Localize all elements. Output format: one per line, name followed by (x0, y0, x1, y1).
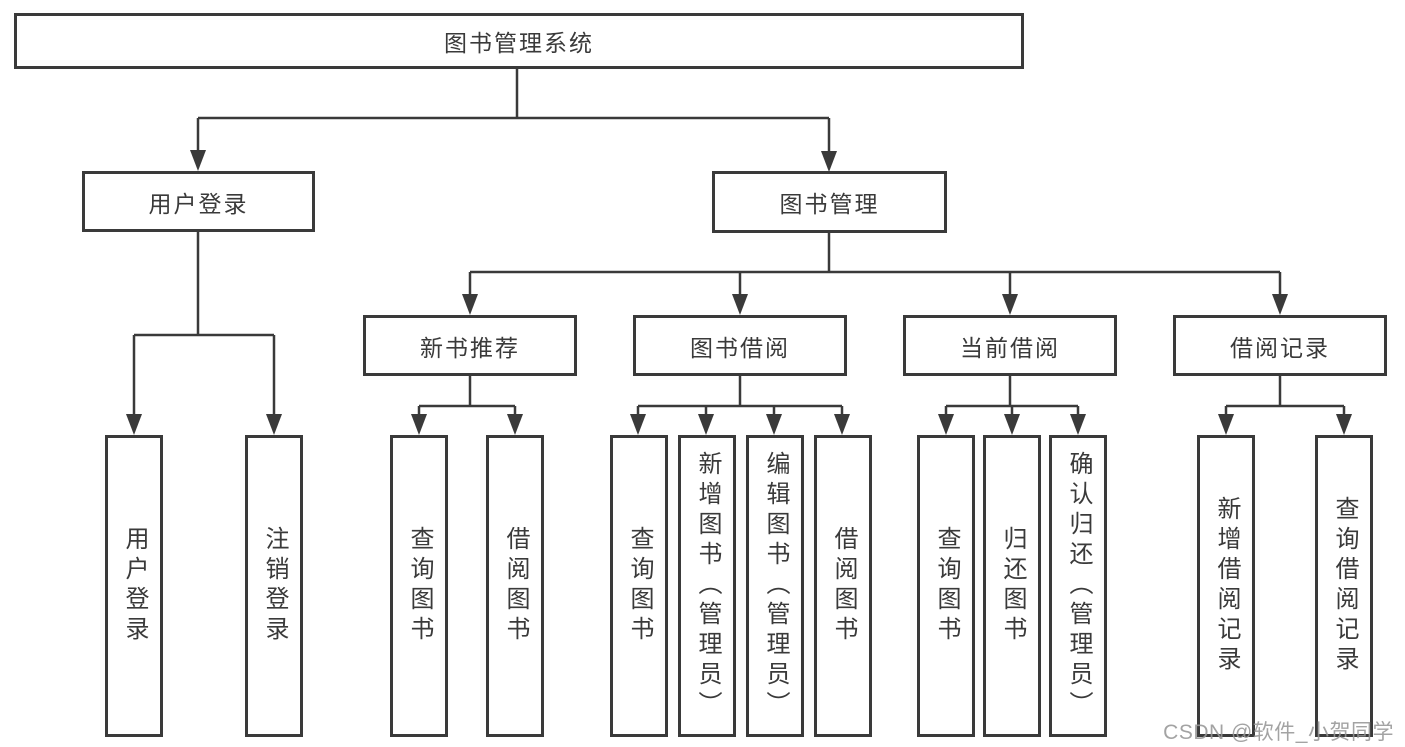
arrow-down-icon (126, 414, 142, 435)
connector-book-borrow (636, 376, 844, 420)
leaf-borrow-books-recommend: 借阅图书 (486, 435, 544, 737)
connector-borrow-records (1224, 376, 1346, 420)
node-root-label: 图书管理系统 (444, 30, 594, 56)
leaf-add-books-admin-label: 新增图书（管理员） (694, 451, 721, 721)
arrow-down-icon (190, 150, 206, 171)
arrow-down-icon (732, 294, 748, 315)
node-borrow-records-label: 借阅记录 (1230, 334, 1330, 361)
node-current-borrow: 当前借阅 (903, 315, 1117, 376)
connector-new-book-recommend (417, 376, 517, 420)
node-book-borrow: 图书借阅 (633, 315, 847, 376)
leaf-user-login: 用户登录 (105, 435, 163, 737)
arrow-down-icon (1002, 294, 1018, 315)
leaf-query-books-current-label: 查询图书 (933, 526, 960, 646)
arrow-down-icon (834, 414, 850, 435)
arrow-down-icon (266, 414, 282, 435)
leaf-user-login-label: 用户登录 (121, 526, 148, 646)
leaf-query-borrow-record-label: 查询借阅记录 (1331, 496, 1358, 676)
leaf-return-books: 归还图书 (983, 435, 1041, 737)
node-book-management-label: 图书管理 (779, 191, 880, 217)
arrow-down-icon (462, 294, 478, 315)
node-book-borrow-label: 图书借阅 (690, 334, 790, 361)
leaf-edit-books-admin-label: 编辑图书（管理员） (762, 451, 789, 721)
leaf-borrow-books-label: 借阅图书 (830, 526, 857, 646)
leaf-logout: 注销登录 (245, 435, 303, 737)
node-new-book-recommend-label: 新书推荐 (420, 334, 520, 361)
node-book-management: 图书管理 (712, 171, 947, 233)
leaf-return-books-label: 归还图书 (999, 526, 1026, 646)
leaf-query-books-borrow: 查询图书 (610, 435, 668, 737)
node-new-book-recommend: 新书推荐 (363, 315, 577, 376)
arrow-down-icon (1272, 294, 1288, 315)
leaf-logout-label: 注销登录 (261, 526, 288, 646)
node-user-login-label: 用户登录 (148, 190, 249, 217)
node-user-login: 用户登录 (82, 171, 315, 232)
arrow-down-icon (1004, 414, 1020, 435)
leaf-borrow-books-recommend-label: 借阅图书 (502, 526, 529, 646)
arrow-down-icon (1336, 414, 1352, 435)
leaf-add-borrow-record: 新增借阅记录 (1197, 435, 1255, 737)
watermark-text: CSDN @软件_小贺同学 (1163, 721, 1394, 744)
arrow-down-icon (507, 414, 523, 435)
connector-root (196, 69, 831, 155)
arrow-down-icon (411, 414, 427, 435)
leaf-add-books-admin: 新增图书（管理员） (678, 435, 736, 737)
node-root: 图书管理系统 (14, 13, 1024, 69)
arrow-down-icon (1070, 414, 1086, 435)
node-borrow-records: 借阅记录 (1173, 315, 1387, 376)
arrowheads (126, 150, 1352, 435)
arrow-down-icon (938, 414, 954, 435)
leaf-query-borrow-record: 查询借阅记录 (1315, 435, 1373, 737)
leaf-query-books-recommend-label: 查询图书 (406, 526, 433, 646)
arrow-down-icon (821, 151, 837, 172)
leaf-query-books-current: 查询图书 (917, 435, 975, 737)
arrow-down-icon (766, 414, 782, 435)
leaf-query-books-borrow-label: 查询图书 (626, 526, 653, 646)
arrow-down-icon (1218, 414, 1234, 435)
leaf-edit-books-admin: 编辑图书（管理员） (746, 435, 804, 737)
arrow-down-icon (630, 414, 646, 435)
leaf-add-borrow-record-label: 新增借阅记录 (1213, 496, 1240, 676)
node-current-borrow-label: 当前借阅 (960, 334, 1060, 361)
leaf-confirm-return-admin: 确认归还（管理员） (1049, 435, 1107, 737)
leaf-borrow-books: 借阅图书 (814, 435, 872, 737)
connector-book-management (468, 233, 1282, 300)
connector-user-login (132, 232, 276, 420)
connector-current-borrow (944, 376, 1080, 420)
leaf-query-books-recommend: 查询图书 (390, 435, 448, 737)
leaf-confirm-return-admin-label: 确认归还（管理员） (1065, 451, 1092, 721)
arrow-down-icon (698, 414, 714, 435)
